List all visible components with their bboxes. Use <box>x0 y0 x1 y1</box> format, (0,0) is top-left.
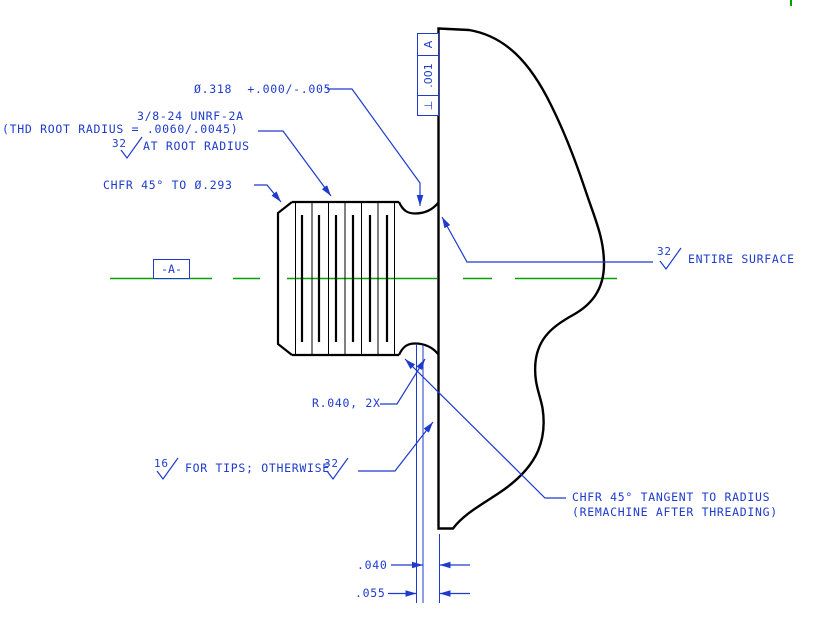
note-tips-label: FOR TIPS; OTHERWISE <box>185 461 330 475</box>
surface-finish-icon <box>659 247 682 271</box>
note-root-finish-value: 32 <box>112 137 127 150</box>
thread-crest-lines <box>295 202 395 355</box>
leader-relief-radius <box>380 358 426 405</box>
note-chamfer-tangent-line1: CHFR 45° TANGENT TO RADIUS <box>572 490 771 504</box>
note-diameter-callout: Ø.318 +.000/-.005 <box>194 82 332 96</box>
note-thread-root-radius: (THD ROOT RADIUS = .0060/.0045) <box>2 122 239 136</box>
feature-control-frame: ⊥ .001 A <box>417 33 439 116</box>
note-tips-finish-value-2: 32 <box>324 457 339 470</box>
note-tips-finish-value: 16 <box>154 457 169 470</box>
feature-control-frame-inner: ⊥ .001 A <box>417 33 439 116</box>
note-thread-spec: 3/8-24 UNRF-2A <box>137 109 244 123</box>
part-geometry <box>276 27 606 530</box>
note-root-finish-label: AT ROOT RADIUS <box>143 139 250 153</box>
fcf-datum-ref: A <box>421 40 435 49</box>
leader-chamfer-end <box>254 184 282 203</box>
thread-end-chamfer <box>276 201 293 356</box>
surface-finish-icon <box>326 457 349 481</box>
relief-groove-top <box>397 201 440 215</box>
leader-chamfer-tangent <box>404 358 566 499</box>
fcf-tolerance: .001 <box>418 55 438 96</box>
extension-lines <box>416 344 440 603</box>
thread-root-lines <box>300 215 389 342</box>
leader-entire-surface <box>441 216 653 263</box>
datum-label-text: -A- <box>161 262 182 276</box>
note-chamfer-end: CHFR 45° TO Ø.293 <box>103 178 233 192</box>
surface-finish-icon <box>120 136 143 160</box>
relief-groove-bottom <box>397 342 440 356</box>
note-entire-surface-value: 32 <box>657 245 672 258</box>
annotation-lines <box>120 88 682 603</box>
leader-thread-spec <box>258 130 332 197</box>
note-entire-surface-label: ENTIRE SURFACE <box>688 252 795 266</box>
dim-label-040: .040 <box>357 558 388 572</box>
note-relief-radius: R.040, 2X <box>312 396 381 410</box>
datum-label: -A- <box>153 259 190 279</box>
leader-tips-finish <box>358 421 434 472</box>
dim-label-055: .055 <box>355 586 386 600</box>
note-chamfer-tangent-line2: (REMACHINE AFTER THREADING) <box>572 505 778 519</box>
surface-finish-icon <box>156 457 179 481</box>
leader-diameter-callout <box>327 88 424 207</box>
perpendicularity-icon: ⊥ <box>421 100 435 111</box>
